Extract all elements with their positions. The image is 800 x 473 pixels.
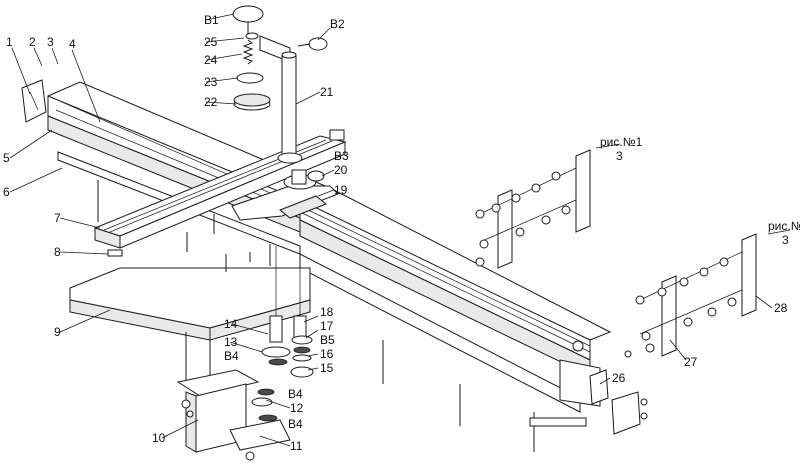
label-5: 5	[3, 151, 10, 165]
label-12: 12	[290, 401, 304, 415]
main-rail-lower-right	[299, 187, 612, 413]
support-leg	[176, 332, 291, 461]
ref-fig1-upper: рис.№1	[600, 135, 643, 149]
bracket-assembly-upper	[475, 149, 591, 269]
clamp-assembly	[232, 5, 328, 164]
label-7: 7	[54, 211, 61, 225]
label-15: 15	[320, 361, 334, 375]
label-23: 23	[204, 75, 218, 89]
ref-fig1-upper-num: 3	[616, 149, 623, 163]
label-b5: B5	[320, 333, 335, 347]
label-b4-b: B4	[288, 387, 303, 401]
bracket-assembly-lower	[635, 233, 757, 357]
label-13: 13	[224, 335, 238, 349]
label-b4-c: B4	[288, 417, 303, 431]
label-2: 2	[29, 35, 36, 49]
label-17: 17	[320, 319, 334, 333]
pivot-stack	[251, 246, 314, 422]
label-28: 28	[774, 301, 788, 315]
ref-fig1-lower-num: 3	[782, 233, 789, 247]
label-9: 9	[54, 325, 61, 339]
label-4: 4	[69, 37, 76, 51]
label-6: 6	[3, 185, 10, 199]
label-21: 21	[320, 85, 334, 99]
ref-fig1-lower: рис.№1	[768, 219, 800, 233]
label-18: 18	[320, 305, 334, 319]
label-b1: B1	[204, 13, 219, 27]
end-cap-left	[21, 79, 47, 123]
angle-plate	[231, 169, 339, 221]
label-10: 10	[152, 431, 166, 445]
end-cap-right	[589, 350, 648, 435]
label-27: 27	[684, 355, 698, 369]
label-b4-a: B4	[224, 349, 239, 363]
fasteners	[97, 180, 587, 452]
label-16: 16	[320, 347, 334, 361]
label-3: 3	[47, 35, 54, 49]
label-b2: B2	[330, 17, 345, 31]
label-11: 11	[290, 439, 303, 453]
label-20: 20	[334, 163, 348, 177]
label-22: 22	[204, 95, 218, 109]
part-labels: 1 2 3 4 5 6 7 8 9 10 11 12 13 14 15 16 1…	[3, 13, 800, 453]
label-26: 26	[612, 371, 626, 385]
label-19: 19	[334, 183, 348, 197]
label-25: 25	[204, 35, 218, 49]
label-24: 24	[204, 53, 218, 67]
table-top	[69, 267, 311, 341]
leader-lines	[9, 13, 791, 447]
label-1: 1	[6, 35, 13, 49]
label-8: 8	[54, 245, 61, 259]
label-14: 14	[224, 317, 238, 331]
label-b3: B3	[334, 149, 349, 163]
